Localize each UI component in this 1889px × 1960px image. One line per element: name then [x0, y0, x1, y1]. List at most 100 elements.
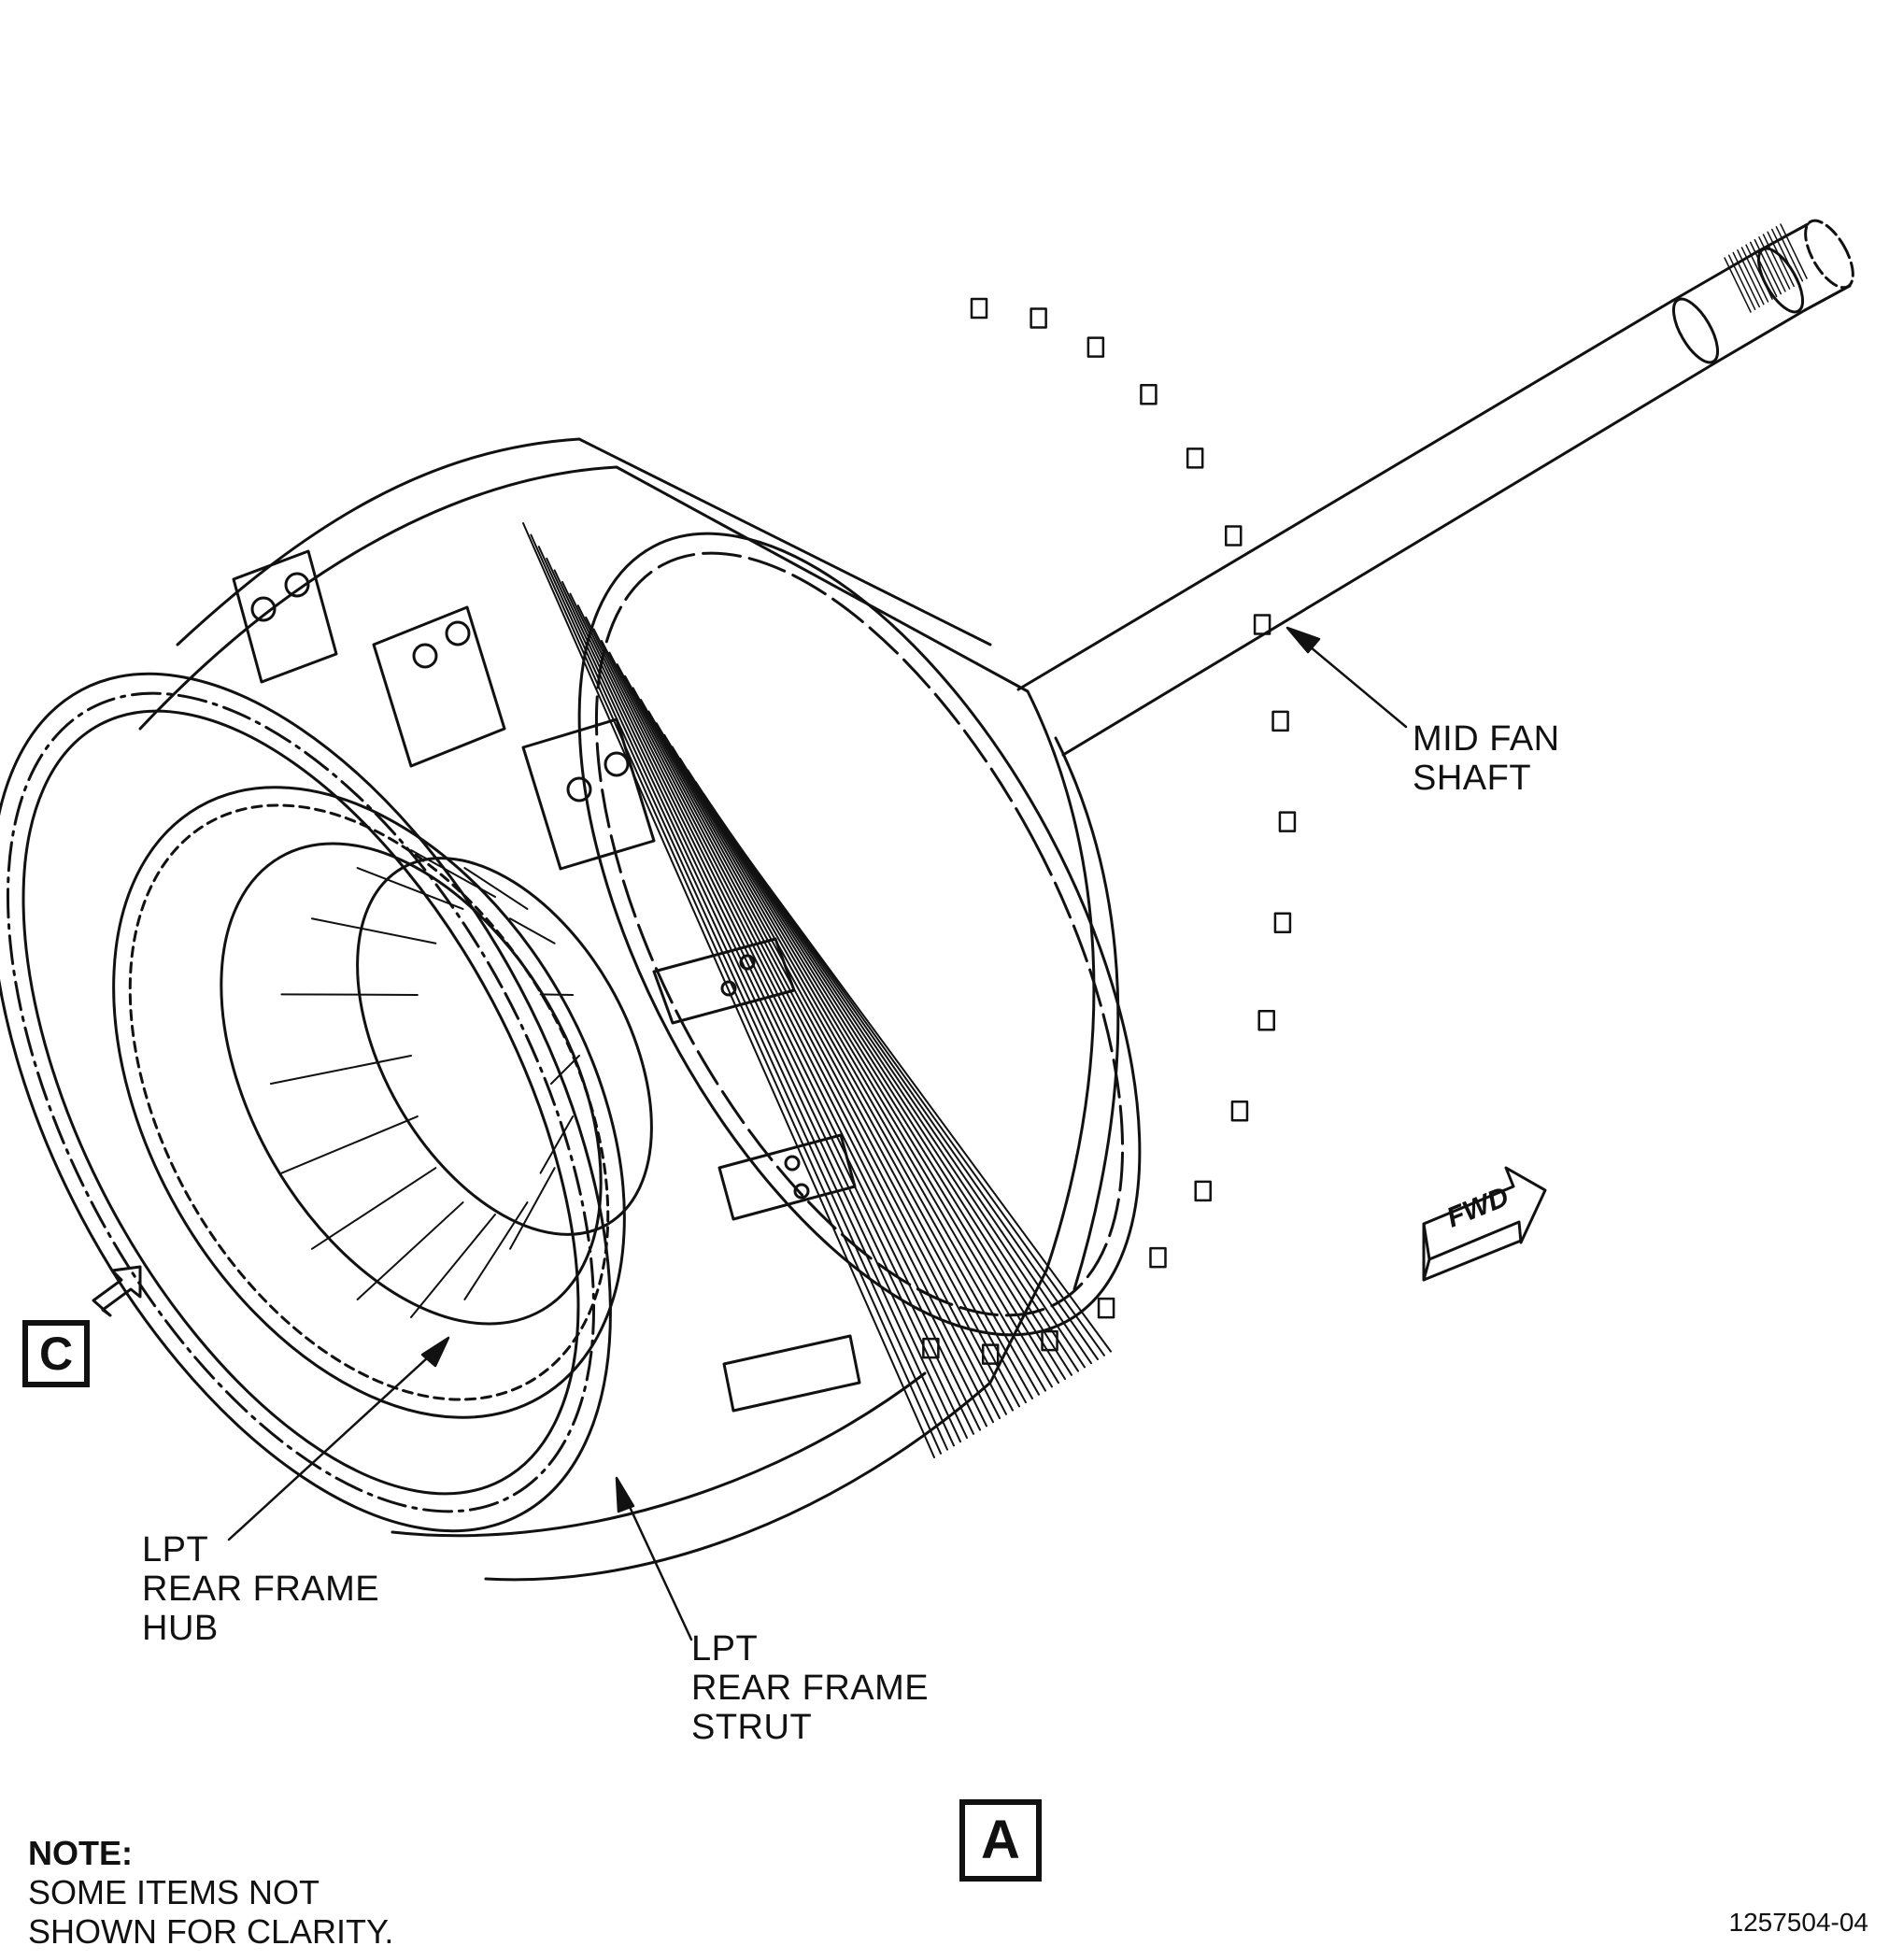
flange-clip	[1041, 1329, 1058, 1352]
hub-vanes	[270, 849, 580, 1318]
flange-clips	[922, 297, 1297, 1365]
spline-line	[1745, 244, 1773, 300]
hub-vane	[356, 867, 464, 910]
view-label-c: C	[22, 1320, 90, 1387]
flange-clip	[1230, 1100, 1249, 1122]
stiffener-line	[522, 522, 935, 1458]
flange-clip	[1186, 447, 1204, 469]
hub-vane	[280, 1115, 419, 1174]
hub-vane	[280, 993, 419, 996]
stiffener-line	[694, 781, 1079, 1372]
stiffener-line	[710, 804, 1092, 1365]
hub-vane	[310, 917, 437, 944]
flange-clip	[1194, 1180, 1212, 1202]
figure-number: 1257504-04	[1728, 1908, 1868, 1937]
stiffener-line	[576, 604, 981, 1431]
stiffener-line	[553, 569, 961, 1443]
flange-clip	[1097, 1297, 1115, 1319]
flange-clip	[1030, 307, 1047, 329]
stiffener-line	[561, 581, 968, 1439]
flange-clip	[981, 1343, 1000, 1365]
leader-lines	[227, 626, 1408, 1641]
hub-vane	[550, 1055, 580, 1085]
callout-mid-fan-shaft: MID FAN SHAFT	[1413, 719, 1560, 798]
stiffener-line	[616, 663, 1014, 1412]
spline-line	[1775, 226, 1804, 282]
spline-line	[1767, 231, 1795, 288]
hub-vane	[463, 1201, 529, 1300]
hub-vane	[463, 867, 529, 910]
hub-vane	[539, 1115, 575, 1174]
note-line: SOME ITEMS NOT	[28, 1873, 320, 1911]
stiffener-line	[679, 758, 1066, 1380]
view-label-a: A	[959, 1799, 1042, 1882]
spline-line	[1740, 247, 1769, 303]
callout-lpt-rear-frame-strut: LPT REAR FRAME STRUT	[691, 1629, 929, 1747]
hub-vane	[539, 993, 575, 996]
flange-clip	[1253, 614, 1271, 635]
stiffener-line	[592, 628, 994, 1424]
stiffener-line	[624, 675, 1020, 1408]
spline-line	[1780, 223, 1808, 279]
view-c-arrow	[92, 1265, 142, 1317]
spline-line	[1732, 251, 1760, 308]
flange-clip	[1273, 912, 1292, 934]
stiffener-line	[530, 533, 942, 1455]
lpt-rear-frame-hub-ring	[112, 786, 653, 1419]
spline-line	[1749, 241, 1778, 298]
flange-clip	[1257, 1010, 1275, 1031]
stiffener-line	[655, 722, 1046, 1392]
hub-vane	[410, 1214, 496, 1318]
flange-clip	[1271, 710, 1289, 732]
flange-clip	[1140, 383, 1158, 405]
spline-line	[1758, 236, 1786, 292]
stiffener-line	[733, 840, 1112, 1353]
note-block: NOTE: SOME ITEMS NOT SHOWN FOR CLARITY.	[28, 1834, 393, 1952]
hub-vane	[310, 1167, 437, 1250]
callout-lpt-rear-frame-hub: LPT REAR FRAME HUB	[142, 1530, 379, 1648]
hub-vane	[509, 917, 556, 944]
callout-line: MID FAN	[1413, 719, 1560, 759]
hub-vane	[410, 849, 496, 898]
callout-line: REAR FRAME	[691, 1669, 930, 1708]
frame-outer-ring	[0, 672, 612, 1533]
stiffener-line	[632, 687, 1027, 1404]
stiffener-line	[640, 699, 1033, 1399]
spline-line	[1724, 257, 1752, 313]
callout-line: HUB	[142, 1609, 219, 1648]
spline-line	[1737, 249, 1765, 305]
stiffener-line	[585, 616, 987, 1427]
callout-line: STRUT	[691, 1708, 813, 1747]
flange-clip	[1149, 1246, 1167, 1269]
stiffener-line	[647, 710, 1040, 1396]
stiffener-line	[601, 640, 1001, 1419]
stiffener-line	[687, 769, 1072, 1376]
frame-forward-ring	[577, 532, 1142, 1337]
flange-clip	[1278, 811, 1297, 832]
fwd-arrow	[1422, 1166, 1547, 1282]
stiffener-line	[569, 592, 974, 1435]
spline-line	[1727, 254, 1756, 310]
hub-vane	[270, 1055, 412, 1085]
note-line: SHOWN FOR CLARITY.	[28, 1912, 394, 1951]
stiffener-line	[537, 546, 948, 1451]
callout-line: LPT	[691, 1629, 759, 1669]
flange-clip	[970, 297, 988, 320]
stiffener-line	[703, 792, 1086, 1369]
hub-vane	[356, 1201, 464, 1300]
case-stiffeners	[522, 522, 1112, 1458]
stiffener-line	[671, 746, 1059, 1385]
strut-panels	[232, 549, 861, 1413]
callout-line: LPT	[142, 1530, 209, 1569]
mid-fan-shaft	[1016, 219, 1854, 757]
callout-line: SHAFT	[1413, 759, 1532, 798]
stiffener-line	[663, 733, 1053, 1388]
spline-line	[1754, 238, 1782, 295]
flange-clip	[1224, 525, 1243, 547]
hub-vane	[509, 1167, 556, 1250]
flange-clip	[1087, 336, 1105, 358]
spline-line	[1762, 234, 1791, 290]
callout-line: REAR FRAME	[142, 1569, 380, 1609]
